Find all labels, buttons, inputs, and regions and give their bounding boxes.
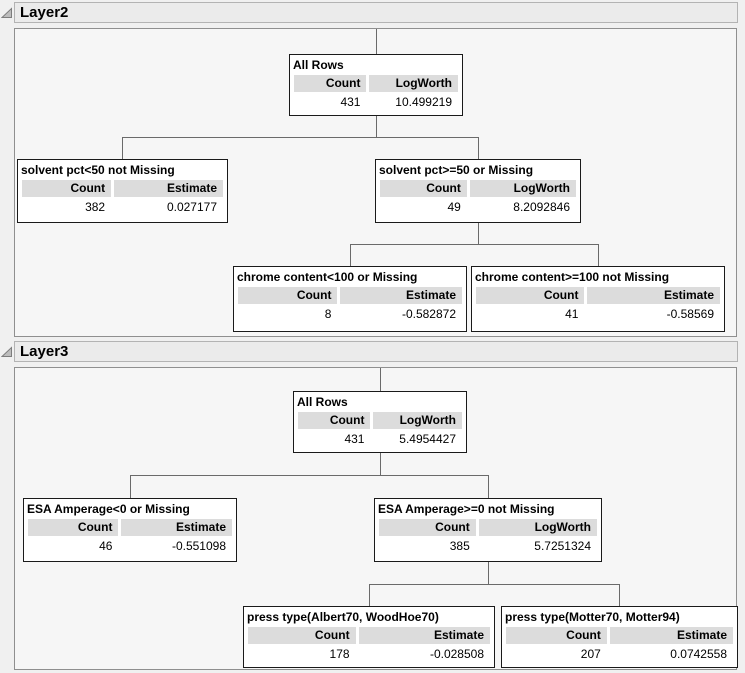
node-value: 5.4954427 [399, 432, 456, 446]
tree-node-solvent-ge50: solvent pct>=50 or Missing Count LogWort… [375, 159, 581, 223]
node-value: 0.0742558 [670, 647, 727, 661]
column-header: Count [476, 287, 585, 304]
connector-line [122, 137, 123, 159]
connector-line [369, 584, 620, 585]
node-title: ESA Amperage>=0 not Missing [378, 502, 555, 516]
node-value: 5.7251324 [534, 539, 591, 553]
outline-header-layer3[interactable]: Layer3 [14, 341, 738, 362]
node-value: 49 [447, 200, 461, 214]
node-value: 431 [340, 95, 361, 109]
node-value: 0.027177 [166, 200, 217, 214]
connector-line [488, 475, 489, 498]
column-header: Count [506, 627, 607, 644]
tree-panel-layer3: All Rows Count LogWorth 431 5.4954427 ES… [14, 367, 738, 670]
connector-line [478, 137, 479, 159]
column-header: Count [22, 180, 112, 197]
tree-node-press-albert-woodhoe: press type(Albert70, WoodHoe70) Count Es… [243, 606, 495, 668]
connector-line [376, 29, 377, 54]
disclosure-triangle-icon[interactable] [1, 346, 13, 358]
connector-line [376, 116, 377, 137]
node-value: 431 [344, 432, 365, 446]
section-title: Layer3 [20, 343, 69, 360]
outline-header-layer2[interactable]: Layer2 [14, 2, 738, 23]
column-header: Count [294, 75, 367, 92]
connector-line [380, 368, 381, 391]
connector-line [130, 475, 489, 476]
column-header: LogWorth [369, 75, 458, 92]
section-title: Layer2 [20, 4, 69, 21]
node-value: 8.2092846 [513, 200, 570, 214]
column-header: Estimate [587, 287, 720, 304]
node-value: -0.58569 [666, 307, 714, 321]
node-title: press type(Albert70, WoodHoe70) [247, 610, 439, 624]
column-header: LogWorth [469, 180, 576, 197]
node-title: All Rows [293, 58, 344, 72]
node-value: 382 [85, 200, 106, 214]
column-header: Estimate [358, 627, 490, 644]
tree-node-all-rows: All Rows Count LogWorth 431 10.499219 [289, 54, 463, 116]
column-header: Estimate [121, 519, 232, 536]
tree-node-chrome-ge100: chrome content>=100 not Missing Count Es… [471, 266, 725, 332]
column-header: Estimate [609, 627, 733, 644]
tree-node-esa-ge0: ESA Amperage>=0 not Missing Count LogWor… [374, 498, 602, 562]
node-title: press type(Motter70, Motter94) [505, 610, 680, 624]
column-header: Estimate [114, 180, 223, 197]
node-title: ESA Amperage<0 or Missing [27, 502, 190, 516]
node-title: solvent pct>=50 or Missing [379, 163, 534, 177]
disclosure-triangle-icon[interactable] [1, 7, 13, 19]
node-title: chrome content<100 or Missing [237, 270, 418, 284]
connector-line [598, 244, 599, 266]
tree-panel-layer2: All Rows Count LogWorth 431 10.499219 so… [14, 28, 737, 337]
node-value: 178 [329, 647, 350, 661]
tree-node-all-rows: All Rows Count LogWorth 431 5.4954427 [293, 391, 467, 453]
connector-line [380, 453, 381, 475]
column-header: Count [28, 519, 119, 536]
node-value: 385 [449, 539, 470, 553]
node-value: 41 [565, 307, 579, 321]
tree-node-esa-lt0: ESA Amperage<0 or Missing Count Estimate… [23, 498, 237, 562]
column-header: LogWorth [373, 412, 462, 429]
column-header: Estimate [340, 287, 462, 304]
column-header: LogWorth [478, 519, 597, 536]
node-title: solvent pct<50 not Missing [21, 163, 175, 177]
node-value: 10.499219 [395, 95, 452, 109]
node-title: chrome content>=100 not Missing [475, 270, 670, 284]
column-header: Count [379, 519, 476, 536]
node-title: All Rows [297, 395, 348, 409]
node-value: -0.551098 [171, 539, 226, 553]
column-header: Count [248, 627, 356, 644]
column-header: Count [298, 412, 371, 429]
node-value: -0.028508 [429, 647, 484, 661]
connector-line [478, 223, 479, 244]
connector-line [369, 584, 370, 606]
node-value: 46 [99, 539, 113, 553]
connector-line [350, 244, 351, 266]
node-value: 207 [580, 647, 601, 661]
tree-node-press-motter: press type(Motter70, Motter94) Count Est… [501, 606, 738, 668]
connector-line [130, 475, 131, 498]
connector-line [122, 137, 479, 138]
connector-line [619, 584, 620, 606]
tree-node-chrome-lt100: chrome content<100 or Missing Count Esti… [233, 266, 467, 332]
tree-node-solvent-lt50: solvent pct<50 not Missing Count Estimat… [17, 159, 228, 223]
column-header: Count [380, 180, 467, 197]
column-header: Count [238, 287, 338, 304]
connector-line [488, 562, 489, 584]
node-value: 8 [324, 307, 332, 321]
node-value: -0.582872 [401, 307, 456, 321]
connector-line [350, 244, 599, 245]
